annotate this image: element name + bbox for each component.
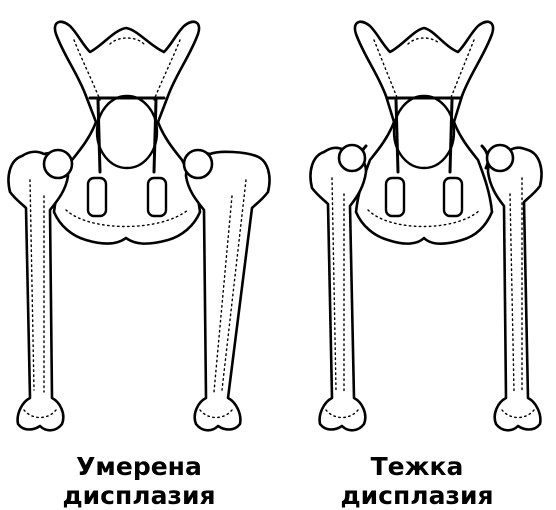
caption-severe-line1: Тежка	[278, 452, 556, 481]
hip-skeleton-moderate	[0, 0, 278, 450]
obturator-foramen	[97, 96, 157, 168]
obturator-foramen	[394, 96, 454, 168]
caption-severe: Тежка дисплазия	[278, 452, 556, 510]
femur-left	[9, 152, 69, 430]
caption-moderate: Умерена дисплазия	[0, 452, 278, 510]
pelvic-window-right	[148, 178, 166, 216]
caption-severe-line2: дисплазия	[278, 481, 556, 510]
femur-left	[311, 148, 367, 430]
femur-right	[186, 152, 270, 430]
femoral-head-left	[339, 145, 365, 171]
pelvic-window-left	[386, 178, 404, 216]
femur-right	[488, 148, 542, 431]
pelvic-window-left	[88, 178, 106, 216]
hip-skeleton-severe	[278, 0, 556, 450]
caption-moderate-line2: дисплазия	[0, 481, 278, 510]
femoral-head-left	[44, 150, 72, 178]
figure-moderate-dysplasia: Умерена дисплазия	[0, 0, 278, 509]
pelvic-window-right	[444, 178, 462, 216]
femoral-head-right	[184, 150, 212, 178]
femoral-head-right	[487, 145, 513, 171]
caption-moderate-line1: Умерена	[0, 452, 278, 481]
figure-severe-dysplasia: Тежка дисплазия	[278, 0, 556, 509]
